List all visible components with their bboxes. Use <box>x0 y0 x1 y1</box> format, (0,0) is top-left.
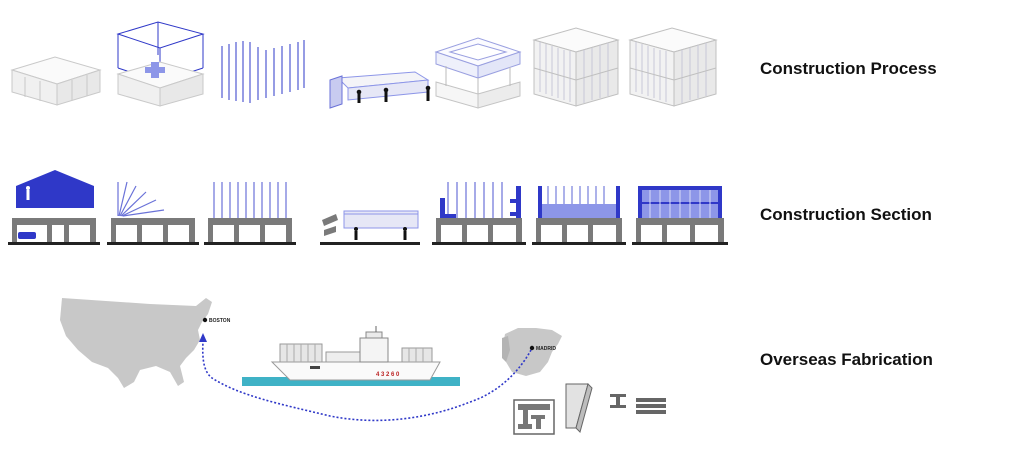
section-step-6 <box>532 186 626 245</box>
madrid-marker <box>529 345 535 351</box>
route-arrowhead <box>199 333 207 342</box>
madrid-label: MADRID <box>536 346 556 352</box>
section-step-1 <box>8 170 100 245</box>
process-step-4 <box>329 71 431 109</box>
section-step-3 <box>204 182 296 245</box>
i-beam-icon <box>610 394 626 408</box>
sea-strip <box>242 377 460 386</box>
section-step-4 <box>320 210 420 245</box>
construction-process-label: Construction Process <box>760 59 937 78</box>
spain-map <box>502 328 562 376</box>
process-step-3 <box>221 40 305 103</box>
section-step-7 <box>632 186 728 245</box>
construction-section-label: Construction Section <box>760 205 932 224</box>
process-step-6 <box>532 27 620 107</box>
boston-label: BOSTON <box>209 318 231 324</box>
section-step-2 <box>107 181 199 245</box>
boston-marker <box>202 317 208 323</box>
process-step-1 <box>10 56 102 106</box>
process-step-7 <box>628 27 718 107</box>
section-step-5 <box>432 182 526 245</box>
steel-beam-icon <box>565 383 593 433</box>
cargo-ship <box>270 326 441 381</box>
process-step-2 <box>116 21 205 107</box>
ship-hull-number: 4 3 2 6 0 <box>376 372 400 378</box>
usa-map <box>60 298 212 388</box>
steel-section-profile-icon <box>513 399 555 435</box>
stacked-plates-icon <box>636 398 666 414</box>
process-step-5 <box>434 37 522 109</box>
overseas-fabrication-label: Overseas Fabrication <box>760 350 933 369</box>
